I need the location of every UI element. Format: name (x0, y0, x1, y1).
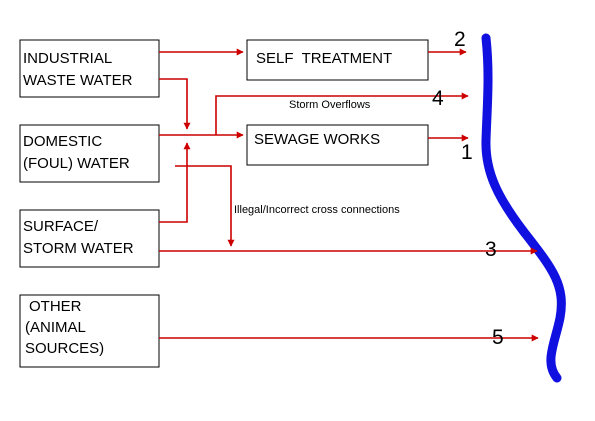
self-treatment-label: SELF TREATMENT (256, 50, 392, 67)
cross-connections-label: Illegal/Incorrect cross connections (234, 204, 400, 216)
other-animal-sources-box: OTHER (ANIMAL SOURCES) (19, 294, 160, 368)
outlet-number-other-sources: 5 (492, 326, 504, 349)
other-line1: OTHER (29, 298, 82, 315)
outlet-number-surface-water: 3 (485, 238, 497, 261)
sewage-works-label: SEWAGE WORKS (254, 131, 380, 148)
domestic-line2: (FOUL) WATER (23, 155, 130, 172)
domestic-foul-water-box: DOMESTIC (FOUL) WATER (19, 124, 160, 183)
industrial-line1: INDUSTRIAL (23, 50, 112, 67)
storm-overflows-label: Storm Overflows (289, 99, 371, 111)
arrow-industrial-to-sewer (159, 78, 191, 130)
other-line3: SOURCES) (25, 340, 104, 357)
industrial-waste-water-box: INDUSTRIAL WASTE WATER (19, 39, 160, 98)
surface-storm-water-box: SURFACE/ STORM WATER (19, 209, 160, 268)
arrow-storm-overflows (215, 92, 469, 135)
arrow-surface-to-sewer (159, 142, 191, 223)
outlet-number-sewage-works: 1 (461, 141, 473, 164)
self-treatment-box: SELF TREATMENT (246, 39, 429, 81)
industrial-line2: WASTE WATER (23, 72, 133, 89)
sewage-works-box: SEWAGE WORKS (246, 124, 429, 166)
river-watercourse (481, 33, 566, 383)
other-line2: (ANIMAL (25, 319, 86, 336)
domestic-line1: DOMESTIC (23, 133, 102, 150)
surface-line2: STORM WATER (23, 240, 134, 257)
outlet-number-storm-overflows: 4 (432, 87, 444, 110)
surface-line1: SURFACE/ (23, 218, 99, 235)
arrow-cross-connection (175, 165, 235, 247)
outlet-number-self-treatment: 2 (454, 28, 466, 51)
